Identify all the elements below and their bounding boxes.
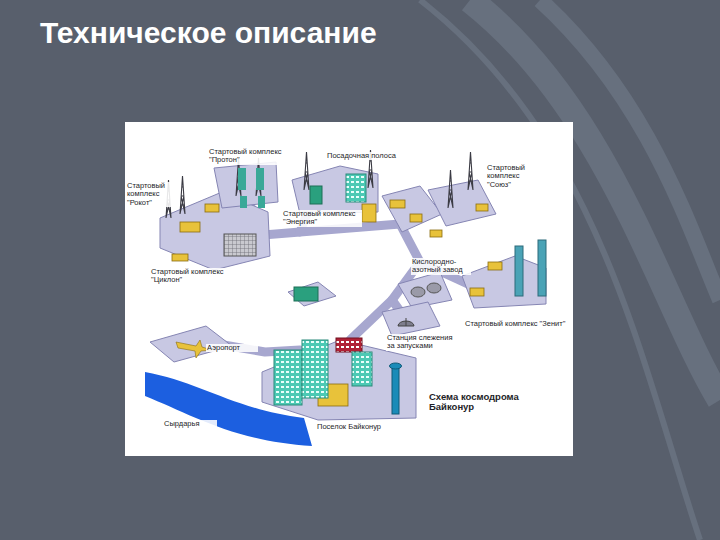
oxygen-plant xyxy=(411,283,441,297)
launch-pads-part xyxy=(346,174,366,202)
map-label: Стартовый комплекс "Протон" xyxy=(208,148,288,165)
launch-pads-part xyxy=(538,240,546,296)
towers-part xyxy=(468,152,473,190)
map-label: Стартовый комплекс "Энергия" xyxy=(282,210,362,227)
map-label: Кислородно-азотный завод xyxy=(411,258,471,275)
towers-part xyxy=(180,176,185,214)
tracking-station-part xyxy=(406,318,407,326)
buildings-part xyxy=(488,262,502,270)
platforms xyxy=(150,162,546,420)
platforms-part xyxy=(288,282,336,306)
launch-pads-part xyxy=(240,196,247,208)
map-label: Схема космодрома Байконур xyxy=(428,392,542,413)
town xyxy=(274,338,402,414)
launch-pads-part xyxy=(238,168,246,190)
platforms-part xyxy=(214,162,278,208)
town-part xyxy=(392,366,399,414)
slide-title: Техническое описание xyxy=(40,16,377,50)
buildings-part xyxy=(172,254,188,261)
town-part xyxy=(302,340,328,398)
launch-pads-part xyxy=(310,186,322,204)
buildings-part xyxy=(362,204,376,222)
buildings-part xyxy=(470,288,484,296)
map-label: Стартовый комплекс "Циклон" xyxy=(150,268,226,285)
tracking-station xyxy=(398,318,414,326)
town-part xyxy=(274,350,302,405)
map-label: Стартовый комплекс "Рокот" xyxy=(126,182,174,207)
launch-pads-part xyxy=(294,287,318,301)
map-label: Поселок Байконур xyxy=(316,423,394,431)
oxygen-plant-part xyxy=(411,287,425,297)
buildings-part xyxy=(180,222,200,232)
buildings xyxy=(172,200,502,406)
map-label: Стартовый комплекс "Зенит" xyxy=(464,320,572,328)
buildings-part xyxy=(476,204,488,211)
buildings-part xyxy=(410,214,422,222)
map-label: Стартовый комплекс "Союз" xyxy=(486,164,536,189)
towers-part xyxy=(304,152,309,190)
towers-part xyxy=(448,170,453,208)
launch-pads-part xyxy=(258,196,265,208)
buildings-part xyxy=(390,200,405,208)
launch-pads-part xyxy=(224,234,256,256)
map-label: Посадочная полоса xyxy=(326,152,420,160)
town-part xyxy=(336,338,362,352)
map-label: Станция слежения за запусками xyxy=(386,334,460,351)
map-label: Сырдарья xyxy=(163,420,217,428)
buildings-part xyxy=(430,230,442,237)
platforms-part xyxy=(382,302,440,336)
launch-pads-part xyxy=(256,168,264,190)
oxygen-plant-part xyxy=(427,283,441,293)
platforms-part xyxy=(462,256,546,308)
map-panel xyxy=(125,122,573,456)
launch-pads-part xyxy=(515,246,523,296)
buildings-part xyxy=(205,204,219,212)
town-part xyxy=(390,363,402,369)
map-label: Аэропорт xyxy=(206,344,258,352)
town-part xyxy=(352,352,372,386)
